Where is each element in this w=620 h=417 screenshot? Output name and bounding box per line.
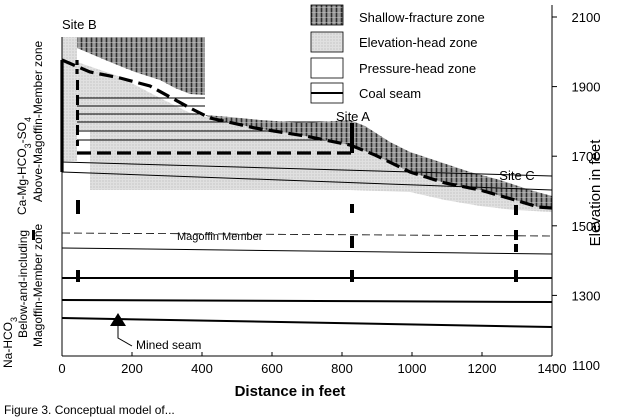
y-axis-label: Elevation in feet: [587, 139, 604, 247]
y-tick-label: 2100: [572, 10, 601, 25]
y-tick-label: 1500: [572, 219, 601, 234]
lower-zone-name-line1: Below-and-including: [16, 230, 30, 338]
site-label-b: Site B: [62, 17, 97, 32]
upper-chem-sub-3: 3: [23, 143, 33, 148]
mined-seam-label: Mined seam: [136, 338, 201, 352]
legend-label-elevation-head: Elevation-head zone: [359, 35, 478, 50]
lower-chem-main: Na-HCO: [1, 322, 15, 368]
zone-divider-mark: [32, 230, 35, 240]
legend-label-shallow-fracture: Shallow-fracture zone: [359, 10, 485, 25]
x-axis-label: Distance in feet: [235, 383, 346, 400]
upper-zone-label: Ca-Mg-HCO3-SO4 Above-Magoffin-Member zon…: [15, 40, 45, 215]
x-tick-label: 1200: [468, 361, 497, 376]
shallow-fracture-zone: [62, 37, 552, 208]
legend-label-coal-seam: Coal seam: [359, 86, 421, 101]
x-axis-ticks: 0 200 400 600 800 1000 1200 1400: [58, 352, 566, 376]
axes: 0 200 400 600 800 1000 1200 1400 1100 1300 1500 17…: [58, 5, 600, 376]
x-tick-label: 1000: [398, 361, 427, 376]
legend-swatch-pressure-head: [310, 57, 344, 79]
y-tick-label: 1700: [572, 149, 601, 164]
upper-zone-name: Above-Magoffin-Member zone: [31, 40, 45, 202]
legend-swatch-elevation-head: [310, 31, 344, 53]
site-markers: [76, 80, 518, 282]
x-tick-label: 600: [261, 361, 283, 376]
lower-zone-label: Na-HCO3 Below-and-including Magoffin-Mem…: [1, 224, 45, 368]
magoffin-member-label: Magoffin Member: [177, 231, 263, 243]
y-tick-label: 1100: [572, 358, 600, 373]
upper-chem-mid: -SO: [15, 122, 29, 143]
elevation-head-zone: [77, 62, 552, 212]
y-tick-label: 1300: [572, 288, 601, 303]
site-label-c: Site C: [499, 168, 534, 183]
legend-swatch-shallow-fracture: [310, 4, 344, 26]
legend-label-pressure-head: Pressure-head zone: [359, 61, 476, 76]
svg-text:Na-HCO3: Na-HCO3: [1, 317, 19, 368]
y-tick-label: 1900: [572, 80, 601, 95]
x-tick-label: 200: [121, 361, 143, 376]
x-tick-label: 1400: [538, 361, 567, 376]
legend: Shallow-fracture zone Elevation-head zon…: [310, 4, 485, 104]
upper-chem-main: Ca-Mg-HCO: [15, 148, 29, 215]
x-tick-label: 800: [331, 361, 353, 376]
upper-chem-sub-4: 4: [23, 117, 33, 122]
site-label-a: Site A: [336, 109, 370, 124]
caption-fragment: Figure 3. Conceptual model of...: [4, 403, 175, 417]
y-axis-ticks: 1100 1300 1500 1700 1900 2100: [552, 10, 600, 373]
x-tick-label: 0: [58, 361, 65, 376]
lower-zone-name-line2: Magoffin-Member zone: [31, 224, 45, 347]
x-tick-label: 400: [191, 361, 213, 376]
svg-text:Ca-Mg-HCO3-SO4: Ca-Mg-HCO3-SO4: [15, 117, 33, 215]
coal-seams: [61, 161, 553, 328]
mined-seam-arrow: [110, 313, 133, 347]
lower-chem-sub-3: 3: [9, 317, 19, 322]
